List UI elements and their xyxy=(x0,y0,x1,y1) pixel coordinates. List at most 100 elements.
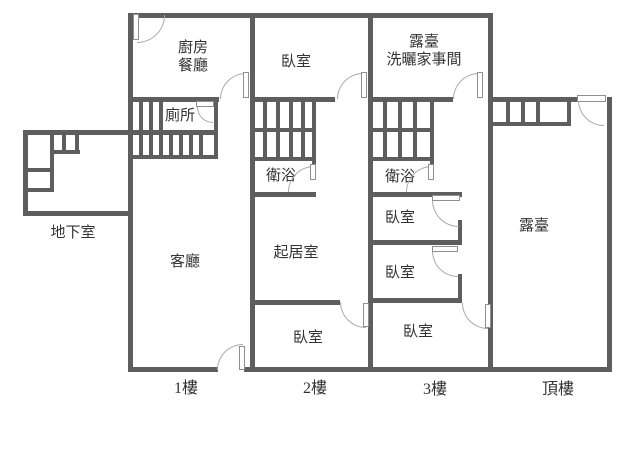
door-panel xyxy=(363,303,369,327)
wall-segment xyxy=(128,97,219,102)
wall-segment xyxy=(50,150,80,154)
wall-segment xyxy=(214,97,218,159)
wall-segment xyxy=(75,130,79,154)
wall-segment xyxy=(23,130,217,135)
wall-segment xyxy=(607,97,612,372)
wall-segment xyxy=(252,157,316,161)
wall-segment xyxy=(28,188,54,192)
wall-segment xyxy=(370,240,462,245)
stair-tread xyxy=(276,132,280,157)
room-label-roof-terrace: 露臺 xyxy=(518,218,550,234)
stair-tread xyxy=(383,102,387,128)
wall-segment xyxy=(128,367,218,372)
door-panel xyxy=(310,164,316,180)
room-label-bath-f2: 衛浴 xyxy=(265,168,297,184)
room-label-bedroom-f3-mid-a: 臥室 xyxy=(384,210,416,226)
stair-tread xyxy=(276,102,280,128)
stair-tread xyxy=(139,135,143,155)
door-panel xyxy=(577,95,606,102)
stair-tread xyxy=(159,102,163,130)
door-panel xyxy=(477,72,483,98)
stair-tread xyxy=(199,135,203,155)
door-swing-arc xyxy=(432,251,458,277)
stair-tread xyxy=(289,132,293,157)
wall-segment xyxy=(23,130,28,216)
stair-tread xyxy=(159,135,163,155)
stair-tread xyxy=(301,102,305,128)
door-panel xyxy=(428,164,434,180)
stair-tread xyxy=(169,135,173,155)
stair-tread xyxy=(301,132,305,157)
room-label-basement: 地下室 xyxy=(50,225,96,241)
wall-segment xyxy=(430,97,434,165)
room-label-kitchen-line1: 廚房 xyxy=(177,40,209,56)
wall-segment xyxy=(28,168,54,172)
stair-tread xyxy=(289,102,293,128)
door-swing-arc xyxy=(337,73,363,99)
wall-segment xyxy=(244,367,612,372)
room-label-bedroom-f2-top: 臥室 xyxy=(280,54,312,70)
stair-tread xyxy=(263,132,267,157)
stair-tread xyxy=(521,102,525,122)
stair-tread xyxy=(413,132,417,157)
stair-tread xyxy=(149,135,153,155)
stair-tread xyxy=(263,102,267,128)
room-label-kitchen-line2: 餐廳 xyxy=(177,58,209,74)
floor-label-1f: 1樓 xyxy=(173,380,199,397)
room-label-laundry-terrace: 露臺 洗曬家事間 xyxy=(386,33,461,69)
room-label-laundry-terrace-line1: 露臺 xyxy=(408,34,440,50)
door-panel xyxy=(239,346,245,370)
stair-tread xyxy=(179,135,183,155)
door-panel xyxy=(432,246,458,252)
wall-segment xyxy=(370,192,462,197)
stair-tread xyxy=(149,102,153,130)
door-panel xyxy=(485,304,491,328)
door-swing-arc xyxy=(197,107,213,123)
door-panel xyxy=(196,101,214,107)
door-panel xyxy=(133,14,139,40)
room-label-laundry-terrace-line2: 洗曬家事間 xyxy=(386,52,462,68)
wall-segment xyxy=(370,157,434,161)
stair-tread xyxy=(536,102,540,122)
wall-segment xyxy=(23,211,133,216)
door-swing-arc xyxy=(137,15,165,43)
stair-tread xyxy=(139,102,143,130)
wall-segment xyxy=(252,300,340,305)
room-label-toilet: 廁所 xyxy=(164,108,196,124)
room-label-bedroom-f2-bottom: 臥室 xyxy=(292,330,324,346)
wall-segment xyxy=(62,130,66,154)
wall-segment xyxy=(252,192,316,197)
wall-segment xyxy=(50,130,54,192)
wall-segment xyxy=(128,13,133,372)
door-panel xyxy=(432,195,460,201)
wall-segment xyxy=(488,97,580,102)
door-swing-arc xyxy=(578,100,604,126)
stair-tread xyxy=(506,102,510,122)
wall-segment xyxy=(370,128,434,132)
wall-segment xyxy=(370,298,462,303)
wall-segment xyxy=(252,97,335,102)
stair-tread xyxy=(398,132,402,157)
wall-segment xyxy=(252,128,316,132)
wall-segment xyxy=(490,122,571,126)
floor-label-2f: 2樓 xyxy=(302,380,328,397)
door-swing-arc xyxy=(453,73,479,99)
floor-label-roof: 頂樓 xyxy=(541,381,575,398)
wall-segment xyxy=(458,274,462,303)
wall-segment xyxy=(370,97,453,102)
stair-tread xyxy=(398,102,402,128)
stair-tread xyxy=(413,102,417,128)
door-panel xyxy=(361,72,367,98)
wall-segment xyxy=(128,155,218,159)
room-label-bedroom-f3-mid-b: 臥室 xyxy=(384,265,416,281)
wall-segment xyxy=(567,97,571,126)
wall-segment xyxy=(312,97,316,165)
room-label-kitchen-dining: 廚房 餐廳 xyxy=(178,39,208,75)
room-label-bedroom-f3-bottom: 臥室 xyxy=(402,324,434,340)
floor-label-3f: 3樓 xyxy=(422,381,448,398)
wall-segment xyxy=(458,220,462,245)
wall-segment xyxy=(488,13,493,372)
room-label-living-room: 客廳 xyxy=(169,254,201,270)
wall-segment xyxy=(128,13,493,18)
